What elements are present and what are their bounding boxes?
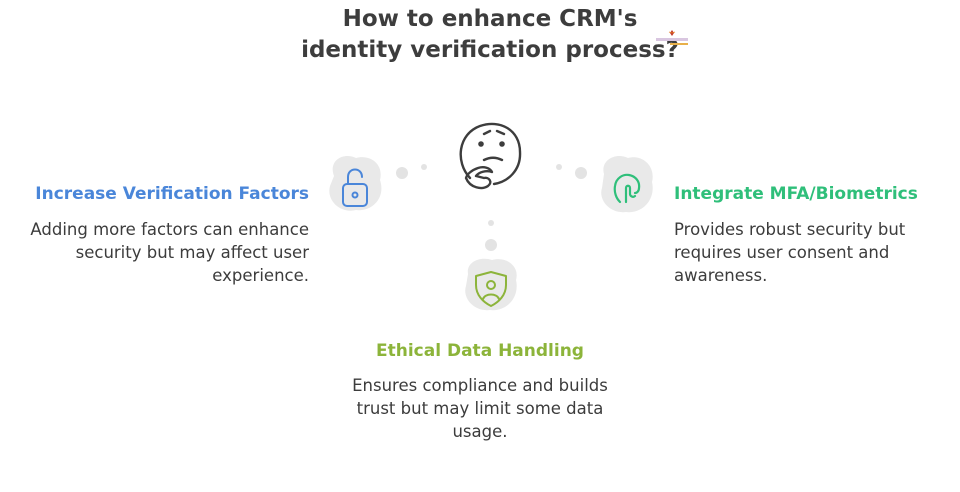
option-right-heading: Integrate MFA/Biometrics	[674, 184, 918, 204]
option-right-badge	[601, 155, 653, 213]
connector-dot	[421, 164, 427, 170]
fingerprint-icon	[613, 173, 641, 204]
option-right-description: Provides robust security but requires us…	[674, 220, 906, 285]
page-title: How to enhance CRM's identity verificati…	[301, 6, 679, 63]
thinking-face-icon	[459, 122, 522, 190]
option-bottom-description: Ensures compliance and builds trust but …	[352, 376, 608, 441]
option-bottom-heading: Ethical Data Handling	[376, 341, 584, 361]
connector-dot	[556, 164, 562, 170]
shield-user-icon	[475, 271, 507, 307]
connector-dot	[488, 220, 494, 226]
connector-dot	[575, 167, 587, 179]
padlock-icon	[342, 168, 368, 207]
connector-dot	[485, 239, 497, 251]
option-left-heading: Increase Verification Factors	[35, 184, 309, 204]
logo-icon	[656, 30, 688, 45]
connector-dot	[396, 167, 408, 179]
option-left-description: Adding more factors can enhance security…	[30, 220, 309, 285]
option-bottom-badge	[465, 258, 517, 311]
